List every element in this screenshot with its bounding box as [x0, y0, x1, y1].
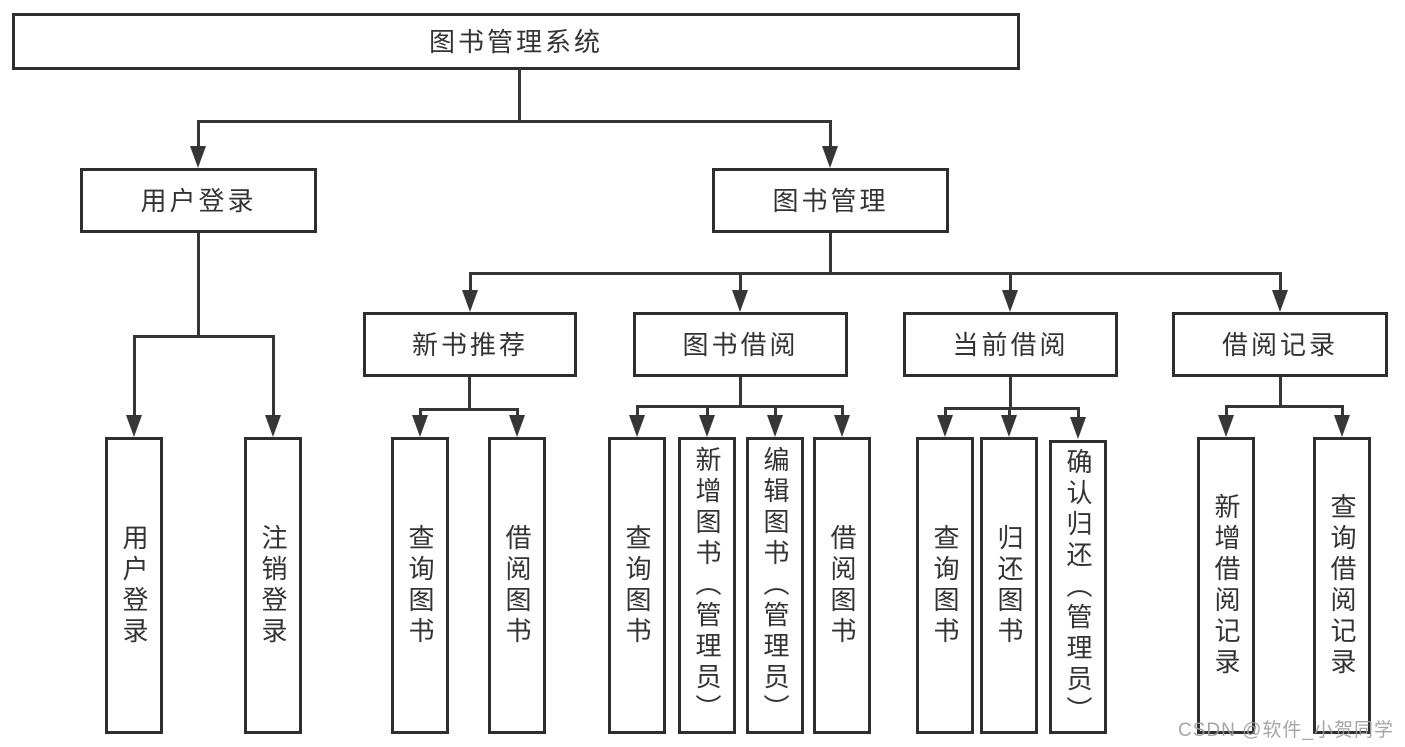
node-book-management: 图书管理	[712, 168, 949, 233]
node-leaf-confirm-return-admin: 确认归还（管理员）	[1049, 440, 1107, 734]
arrow-down-icon	[629, 415, 645, 437]
connector-line	[469, 272, 1282, 275]
connector-line	[197, 120, 200, 150]
connector-line	[1341, 405, 1344, 420]
connector-line	[1077, 407, 1080, 420]
connector-line	[706, 405, 709, 420]
node-leaf-query-books-current: 查询图书	[916, 437, 974, 734]
arrow-down-icon	[412, 415, 428, 437]
arrow-down-icon	[126, 415, 142, 437]
arrow-down-icon	[265, 415, 281, 437]
node-leaf-edit-book-admin: 编辑图书（管理员）	[746, 437, 804, 734]
connector-line	[841, 405, 844, 420]
connector-line	[636, 405, 844, 408]
arrow-down-icon	[1070, 417, 1086, 439]
arrow-down-icon	[699, 415, 715, 437]
arrow-down-icon	[1002, 290, 1018, 312]
connector-line	[944, 407, 947, 420]
node-new-book-recommend: 新书推荐	[363, 312, 577, 377]
connector-line	[133, 335, 136, 419]
connector-line	[1008, 407, 1011, 420]
node-user-login: 用户登录	[80, 168, 317, 233]
node-leaf-return-books: 归还图书	[980, 437, 1038, 734]
connector-line	[518, 68, 521, 123]
connector-line	[636, 405, 639, 420]
node-leaf-add-borrow-record: 新增借阅记录	[1197, 437, 1255, 734]
node-leaf-query-books-recommend: 查询图书	[391, 437, 449, 734]
connector-line	[1225, 405, 1342, 408]
connector-line	[739, 377, 742, 408]
node-root-library-system: 图书管理系统	[12, 13, 1020, 70]
node-leaf-add-book-admin: 新增图书（管理员）	[678, 437, 736, 734]
node-book-borrow: 图书借阅	[633, 312, 848, 377]
arrow-down-icon	[1272, 290, 1288, 312]
arrow-down-icon	[732, 290, 748, 312]
connector-line	[774, 405, 777, 420]
watermark-text: CSDN @软件_小贺同学	[1178, 720, 1394, 741]
node-borrow-records: 借阅记录	[1172, 312, 1388, 377]
connector-line	[1009, 377, 1012, 410]
arrow-down-icon	[767, 415, 783, 437]
node-leaf-borrow-books: 借阅图书	[813, 437, 871, 734]
arrow-down-icon	[509, 415, 525, 437]
connector-line	[829, 120, 832, 150]
node-leaf-user-login: 用户登录	[105, 437, 163, 734]
connector-line	[516, 408, 519, 420]
connector-line	[1279, 272, 1282, 294]
arrow-down-icon	[822, 146, 838, 168]
connector-line	[419, 408, 519, 411]
arrow-down-icon	[1001, 415, 1017, 437]
connector-line	[197, 233, 200, 338]
connector-line	[829, 233, 832, 275]
connector-line	[739, 272, 742, 294]
connector-line	[468, 377, 471, 411]
node-leaf-query-borrow-record: 查询借阅记录	[1313, 437, 1371, 734]
arrow-down-icon	[462, 290, 478, 312]
connector-line	[469, 272, 472, 294]
connector-line	[272, 335, 275, 419]
connector-line	[1225, 405, 1228, 420]
node-leaf-logout: 注销登录	[244, 437, 302, 734]
arrow-down-icon	[190, 146, 206, 168]
connector-line	[197, 120, 831, 123]
arrow-down-icon	[937, 415, 953, 437]
arrow-down-icon	[834, 415, 850, 437]
connector-line	[1009, 272, 1012, 294]
arrow-down-icon	[1334, 415, 1350, 437]
connector-line	[944, 407, 1080, 410]
node-current-borrow: 当前借阅	[903, 312, 1118, 377]
connector-line	[419, 408, 422, 420]
arrow-down-icon	[1218, 415, 1234, 437]
connector-line	[1279, 377, 1282, 408]
node-leaf-borrow-books-recommend: 借阅图书	[488, 437, 546, 734]
connector-line	[133, 335, 275, 338]
node-leaf-query-books-borrow: 查询图书	[608, 437, 666, 734]
